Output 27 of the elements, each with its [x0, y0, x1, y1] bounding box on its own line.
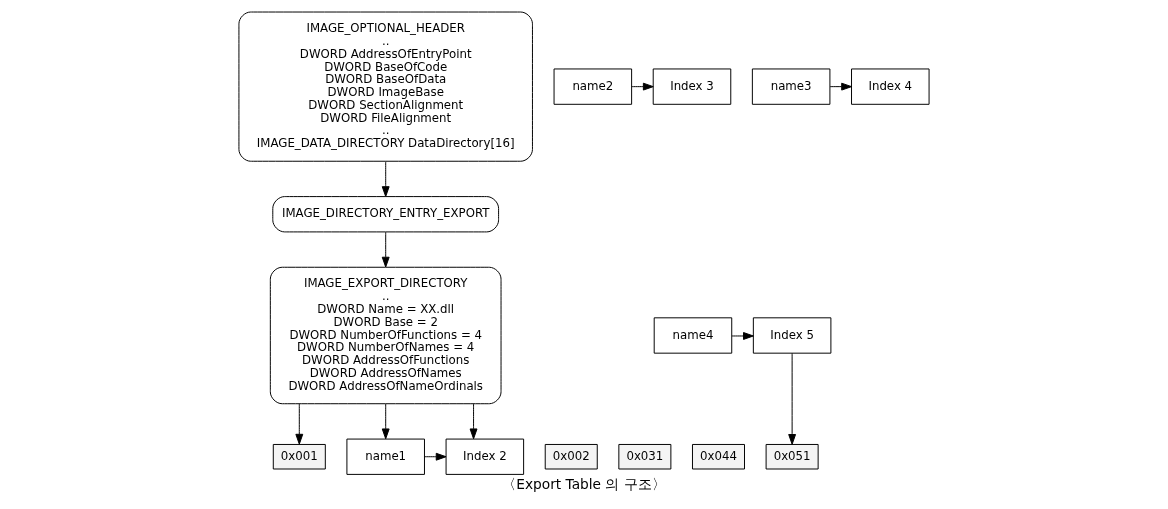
node-box: 0x031: [618, 443, 672, 470]
node-box: name3: [751, 68, 831, 105]
arrow: [731, 332, 754, 340]
arrow: [381, 161, 390, 197]
node-box: IMAGE_OPTIONAL_HEADER .. DWORD AddressOfEntryPoint DWORD BaseOfCode DWORD BaseOfData DWORD ImageBase DWORD SectionAlignment DWORD FileAlignment .. IMAGE_DATA_DIRECTORY DataDirectory[16]: [238, 11, 533, 162]
node-box: 0x044: [692, 443, 745, 470]
node-box: 0x001: [272, 443, 326, 470]
arrow: [631, 82, 654, 91]
node-box: Index 2: [445, 438, 525, 475]
arrow: [381, 231, 390, 268]
arrow: [469, 403, 478, 440]
node-box: name4: [653, 317, 733, 354]
arrow: [295, 403, 304, 445]
node-box: IMAGE_DIRECTORY_ENTRY_EXPORT: [272, 196, 500, 233]
node-box: Index 3: [652, 68, 732, 105]
node-box: name2: [553, 68, 633, 105]
node-box: 0x002: [544, 443, 598, 470]
arrow: [788, 352, 797, 445]
arrow: [381, 403, 390, 440]
arrow: [829, 82, 852, 91]
arrow: [424, 452, 447, 461]
node-box: Index 5: [752, 317, 832, 354]
node-box: IMAGE_EXPORT_DIRECTORY .. DWORD Name = XX.dll DWORD Base = 2 DWORD NumberOfFunctions = 4 DWORD NumberOfNames = 4 DWORD AddressOfFunctions DWORD AddressOfNames DWORD AddressOfNameOrdinals: [269, 266, 502, 405]
node-box: Index 4: [851, 68, 930, 105]
node-box: 0x051: [765, 443, 819, 470]
node-box: name1: [346, 438, 425, 475]
caption: 〈Export Table 의 구조〉: [502, 476, 666, 493]
